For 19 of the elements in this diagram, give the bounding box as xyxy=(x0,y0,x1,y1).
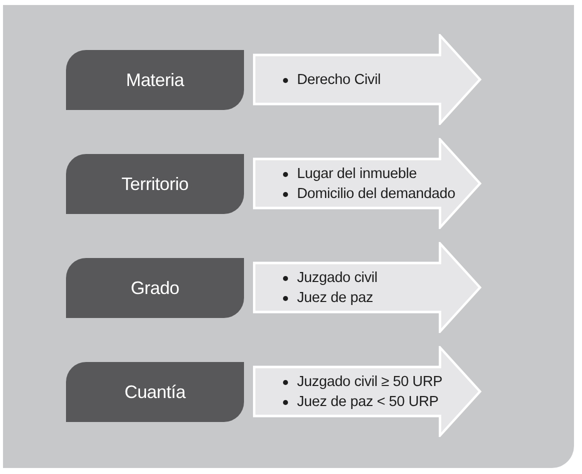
list-item-text: Juzgado civil ≥ 50 URP xyxy=(297,374,442,390)
category-box xyxy=(66,154,244,214)
category-box xyxy=(66,50,244,110)
list-item-text: Juez de paz xyxy=(297,290,373,306)
arrow-shape xyxy=(253,138,482,229)
category-label: Grado xyxy=(130,278,180,298)
arrow-shape xyxy=(253,34,482,125)
arrow-shape xyxy=(253,346,482,437)
category-label: Materia xyxy=(126,70,184,90)
arrow-shape xyxy=(253,242,482,333)
category-label: Cuantía xyxy=(124,382,186,402)
list-item-text: Lugar del inmueble xyxy=(297,166,417,182)
list-item-text: Derecho Civil xyxy=(297,72,381,88)
category-box xyxy=(66,258,244,318)
category-box xyxy=(66,362,244,422)
list-item-text: Juez de paz < 50 URP xyxy=(297,394,438,410)
list-item-text: Juzgado civil xyxy=(297,270,378,286)
category-label: Territorio xyxy=(121,174,188,194)
list-item-text: Domicilio del demandado xyxy=(297,186,456,202)
